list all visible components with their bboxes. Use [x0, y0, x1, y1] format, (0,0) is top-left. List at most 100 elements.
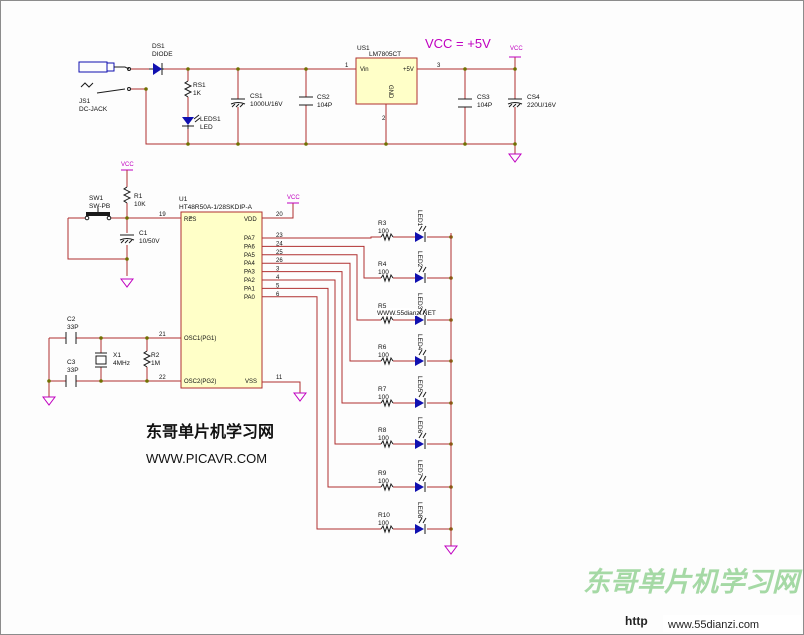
- mcu-ref: U1: [179, 196, 188, 203]
- mcu-pin-vdd: 20: [276, 212, 283, 218]
- led-resistor-ref: R8: [378, 427, 387, 434]
- led-resistor-symbol: [380, 524, 394, 534]
- led-resistor-value: 100: [378, 394, 389, 401]
- cs4-value: 220U/16V: [527, 102, 557, 109]
- x1-value: 4MHz: [113, 360, 130, 367]
- mcu-port-label: PA7: [244, 236, 256, 242]
- led-resistor-value: 100: [378, 435, 389, 442]
- led-trace: [262, 262, 451, 362]
- mcu-port-pin-number: 5: [276, 283, 280, 289]
- reg-gnd-label: GND: [387, 85, 393, 99]
- led-cathode-bar: [418, 475, 427, 492]
- led-cathode-bar: [418, 517, 427, 534]
- led-resistor-ref: R5: [378, 303, 387, 310]
- cs2-value: 104P: [317, 102, 332, 109]
- leds1-ref: LEDS1: [200, 116, 221, 123]
- cs1-ref: CS1: [250, 93, 263, 100]
- reg-ref: US1: [357, 45, 370, 52]
- mcu-port-label: PA5: [244, 253, 256, 259]
- led-resistor-value: 100: [378, 269, 389, 276]
- r1-ref: R1: [134, 193, 143, 200]
- mcu-body: [180, 211, 263, 389]
- capacitor-cs3-symbol: [458, 98, 472, 108]
- regulator-us1-body: [355, 57, 418, 105]
- led-resistor-symbol: [380, 315, 394, 325]
- led-resistor-symbol: [380, 439, 394, 449]
- mcu-port-pin-number: 26: [276, 258, 283, 264]
- led-resistor-ref: R9: [378, 470, 387, 477]
- jack-ref: JS1: [79, 98, 91, 105]
- reg-type: LM7805CT: [369, 51, 401, 58]
- led-ref: LED6: [416, 417, 423, 434]
- reset-section: VCC R1 10K SW1 SW-PB C1 10/50V 19: [67, 162, 181, 288]
- led-resistor-symbol: [380, 232, 394, 242]
- pushbutton-sw1-symbol: [84, 208, 112, 221]
- mcu-res-label: RES: [184, 217, 196, 223]
- mcu-pin-res: 19: [159, 212, 166, 218]
- resistor-r2-symbol: [142, 350, 152, 368]
- led-trace: [262, 271, 451, 404]
- oscillator-section: C2 33P C3 33P X1 4MHz R2 1M: [42, 316, 181, 406]
- mcu-vdd-label: VDD: [244, 217, 257, 223]
- watermark-big: 东哥单片机学习网: [583, 567, 803, 597]
- led-array: R3100LED1R4100LED2R5100LED3R6100LED4R710…: [262, 210, 453, 534]
- ground-symbol-osc: [42, 396, 56, 406]
- capacitor-c1-symbol: [119, 234, 135, 244]
- resistor-r1-symbol: [122, 186, 132, 204]
- led-cathode-bar: [418, 308, 427, 325]
- capacitor-cs1-symbol: [230, 98, 246, 108]
- mcu-vss-label: VSS: [245, 379, 257, 385]
- mcu-port-pin-number: 24: [276, 241, 283, 247]
- mcu-port-pin-number: 6: [276, 292, 280, 298]
- c3-value: 33P: [67, 367, 79, 374]
- rs1-value: 1K: [193, 90, 202, 97]
- led-trace: [262, 236, 451, 239]
- led-resistor-value: 100: [378, 478, 389, 485]
- reg-vout-label: +5V: [403, 67, 414, 73]
- r1-value: 10K: [134, 201, 146, 208]
- mcu-osc1-label: OSC1(PG1): [184, 336, 216, 342]
- led-trace: [262, 245, 451, 279]
- resistor-rs1-symbol: [183, 80, 193, 98]
- vcc-net-mcu: VCC: [287, 195, 300, 201]
- jack-type: DC-JACK: [79, 106, 108, 113]
- led-resistor-symbol: [380, 482, 394, 492]
- r2-ref: R2: [151, 352, 160, 359]
- c1-value: 10/50V: [139, 238, 160, 245]
- led-resistor-ref: R6: [378, 344, 387, 351]
- watermark-corner: www.55dianzi.com: [663, 615, 801, 632]
- vcc-net-reset: VCC: [121, 162, 134, 168]
- reg-pin2: 2: [382, 116, 386, 122]
- mcu-port-label: PA4: [244, 261, 256, 267]
- capacitor-c2-symbol: [65, 332, 77, 344]
- mcu-pin-osc2: 22: [159, 375, 166, 381]
- c3-ref: C3: [67, 359, 76, 366]
- crystal-x1-symbol: [95, 352, 107, 368]
- reg-pin1: 1: [345, 63, 349, 69]
- dc-jack-symbol: [78, 61, 131, 94]
- ground-symbol-power: [508, 153, 522, 163]
- led-ref: LED3: [416, 293, 423, 310]
- mcu-port-pin-number: 25: [276, 250, 283, 256]
- led-diode-symbol: [415, 232, 424, 242]
- cs2-ref: CS2: [317, 94, 330, 101]
- mcu-port-label: PA6: [244, 244, 256, 250]
- led-diode-symbol: [415, 439, 424, 449]
- leds1-type: LED: [200, 124, 213, 131]
- led-diode-symbol: [415, 356, 424, 366]
- led-diode-symbol: [415, 315, 424, 325]
- diode-ref: DS1: [152, 43, 165, 50]
- capacitor-cs4-symbol: [507, 98, 523, 108]
- diode-ds1-symbol: [149, 63, 164, 75]
- led-resistor-symbol: [380, 398, 394, 408]
- led-resistor-symbol: [380, 273, 394, 283]
- led-trace: [262, 254, 451, 321]
